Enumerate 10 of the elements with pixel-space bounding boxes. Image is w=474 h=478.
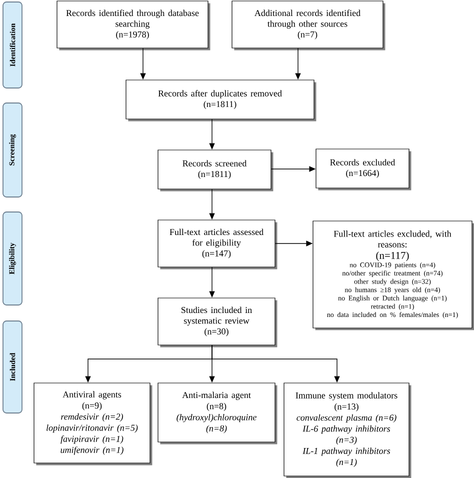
- process-box: Full-text articles assessed for eligibility (n=147): [158, 220, 278, 270]
- process-box: Immune system modulators (n=13) convalescent plasma (n=6) IL-6 pathway inhibitors (n=3) IL-1 pathway inhibitors (n=1): [284, 382, 412, 478]
- process-box: Studies included in systematic review (n=30): [158, 298, 278, 348]
- process-box: Additional records identified through other sources (n=7): [232, 0, 386, 50]
- process-box: Records after duplicates removed (n=1811): [126, 80, 316, 122]
- process-box: Records identified through database searching (n=1978): [56, 0, 210, 50]
- process-box: Records excluded (n=1664): [316, 148, 412, 190]
- process-box: Anti-malaria agent (n=8) (hydroxyl)chloroquine (n=8): [158, 382, 278, 444]
- process-box: Records screened (n=1811): [158, 150, 274, 192]
- process-box: Antiviral agents (n=9) remdesivir (n=2) lopinavir/ritonavir (n=5) favipiravir (n=1) umifenovir (n=1): [34, 382, 152, 466]
